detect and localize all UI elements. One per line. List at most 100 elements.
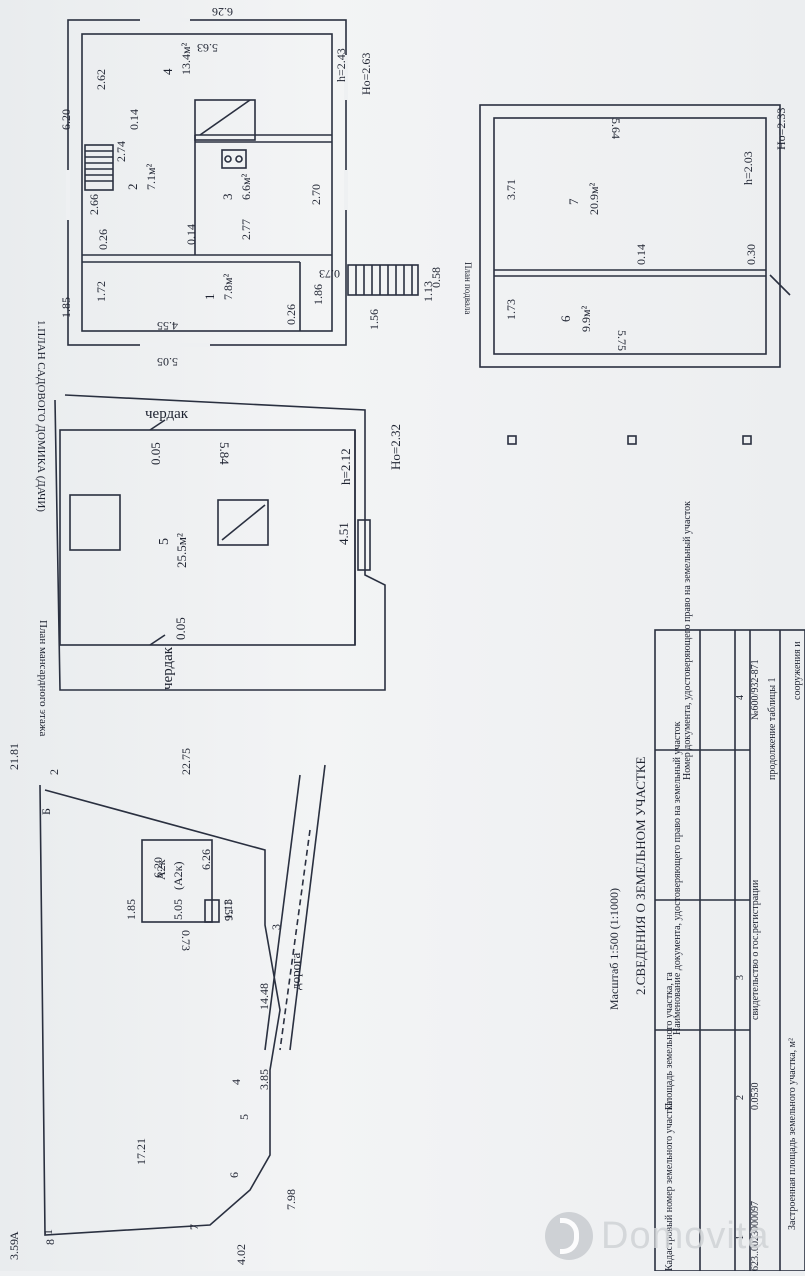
basement-walls (479, 104, 791, 368)
first-floor-dimension: 5.05 (157, 355, 178, 369)
table-header: Наименование документа, удостоверяющего … (672, 721, 683, 1035)
room-number: 3 (220, 194, 235, 201)
site-point-label: А (7, 1231, 21, 1240)
room-number: 5 (157, 538, 172, 545)
basement-dimension: 1.73 (504, 299, 518, 320)
basement-dimension: 3.71 (504, 179, 518, 200)
first-floor-dimension: 0.26 (284, 304, 298, 325)
first-floor-dimension: 5.63 (197, 41, 218, 55)
first-floor-dimension: 1.72 (94, 281, 108, 302)
site-point-label: 5 (237, 1114, 251, 1120)
site-point-label: 4 (229, 1079, 243, 1085)
attic-dimension: 0.05 (173, 617, 188, 640)
built-area-label: Застроенная площадь земельного участка, … (787, 1038, 798, 1230)
first-floor-dimension: 2.70 (309, 184, 323, 205)
site-dimension: 3.85 (257, 1069, 271, 1090)
attic-dimension: 4.51 (336, 522, 351, 545)
room-area: 7.1м² (144, 163, 158, 190)
room-area: 9.9м² (579, 305, 593, 332)
first-floor-dimension: 0.26 (96, 229, 110, 250)
site-point-label: 2 (47, 769, 61, 775)
first-floor-dimension: 0.14 (184, 224, 198, 245)
site-boundary (39, 764, 326, 1236)
first-floor-dimension: 1.86 (311, 284, 325, 305)
first-floor-dimension: h=2.43 (334, 48, 348, 82)
room-area: 20.9м² (587, 182, 601, 215)
site-point-label: 1 (41, 1229, 55, 1235)
site-dimension: 1.85 (124, 899, 138, 920)
domovita-logo-icon (545, 1212, 593, 1260)
site-dimension: 22.75 (179, 748, 193, 775)
first-floor-dimension: 2.77 (239, 219, 253, 240)
table-cell: №600/932-871 (750, 659, 761, 720)
first-floor-dimension: 2.74 (114, 141, 128, 162)
first-floor-dimension: 1.56 (367, 309, 381, 330)
first-floor-dimension: 6.26 (212, 5, 233, 19)
building-label: (А2к) (171, 862, 185, 891)
first-floor-walls (66, 18, 419, 347)
attic-dimension: 5.84 (217, 442, 232, 465)
attic-title: План мансардного этажа (37, 620, 49, 736)
first-floor-dimension: 2.62 (94, 69, 108, 90)
cut-off-text: сооружения и (792, 641, 803, 700)
basement-dimension: h=2.03 (741, 151, 755, 185)
first-floor-dimension: 0.14 (127, 109, 141, 130)
attic-dimension: h=2.12 (338, 448, 353, 485)
room-number: 1 (202, 294, 217, 301)
attic-walls (54, 394, 386, 691)
room-area: 7.8м² (221, 273, 235, 300)
table-cell: 623..0023000097 (750, 1201, 761, 1271)
road-label: дорога (288, 953, 303, 990)
attic-label: чердак (145, 406, 189, 422)
site-point-label: 8 (43, 1239, 57, 1245)
first-floor-dimension: 0.58 (429, 267, 443, 288)
site-dimension: 1.56 (222, 900, 236, 921)
site-dimension: 14.48 (257, 983, 271, 1010)
basement-dimension: 5.64 (609, 118, 623, 139)
domovita-watermark: Domovita (545, 1212, 770, 1260)
site-dimension: 5.05 (171, 899, 185, 920)
first-floor-title: 1.ПЛАН САДОВОГО ДОМИКА (ДАЧИ) (35, 320, 47, 512)
site-dimension: 4.02 (234, 1244, 248, 1265)
basement-dimension: 5.75 (615, 330, 629, 351)
site-dimension: 17.21 (134, 1138, 148, 1165)
first-floor-dimension: 1.85 (59, 297, 73, 318)
room-area: 25.5м² (174, 533, 189, 568)
site-dimension: 6.20 (151, 857, 165, 878)
scale-label: Масштаб 1:500 (1:1000) (607, 888, 621, 1010)
first-floor-dimension: Hо=2.63 (359, 53, 373, 95)
table-column-number: 3 (735, 975, 746, 980)
building-label: А2к (154, 859, 168, 880)
table-column-number: 1 (735, 1235, 746, 1240)
site-point-label: 7 (187, 1224, 201, 1230)
site-point-label: 6 (227, 1172, 241, 1178)
site-dimension: 7.98 (284, 1189, 298, 1210)
first-floor-dimension: 2.66 (87, 194, 101, 215)
room-area: 6.6м² (239, 173, 253, 200)
first-floor-dimension: 0.73 (319, 267, 340, 281)
first-floor-dimension: 1.13 (421, 281, 435, 302)
basement-title: План подвала (463, 262, 473, 314)
basement-dimension: 0.14 (634, 244, 648, 265)
first-floor-dimension: 6.20 (59, 109, 73, 130)
basement-dimension: 0.30 (744, 244, 758, 265)
table-header: Площадь земельного участка, га (664, 972, 675, 1110)
table-cell: 0.0530 (750, 1083, 761, 1111)
table-column-number: 4 (735, 695, 746, 700)
table-header: Номер документа, удостоверяющего право н… (682, 501, 693, 780)
site-dimension: 0.73 (179, 930, 193, 951)
room-number: 2 (125, 184, 140, 191)
site-dimension: 21.81 (7, 743, 21, 770)
site-dimension: 3.59 (7, 1239, 21, 1260)
first-floor-dimension: 4.55 (157, 319, 178, 333)
site-dimension: 6.26 (199, 849, 213, 870)
room-number: 7 (566, 198, 581, 205)
table-continuation: продолжение таблицы 1 (767, 677, 778, 780)
site-point-label: 3 (269, 924, 283, 930)
attic-dimension: 0.05 (148, 442, 163, 465)
site-point-label: Б (39, 808, 53, 815)
room-number: 6 (558, 315, 573, 322)
room-area: 13.4м² (179, 42, 193, 75)
